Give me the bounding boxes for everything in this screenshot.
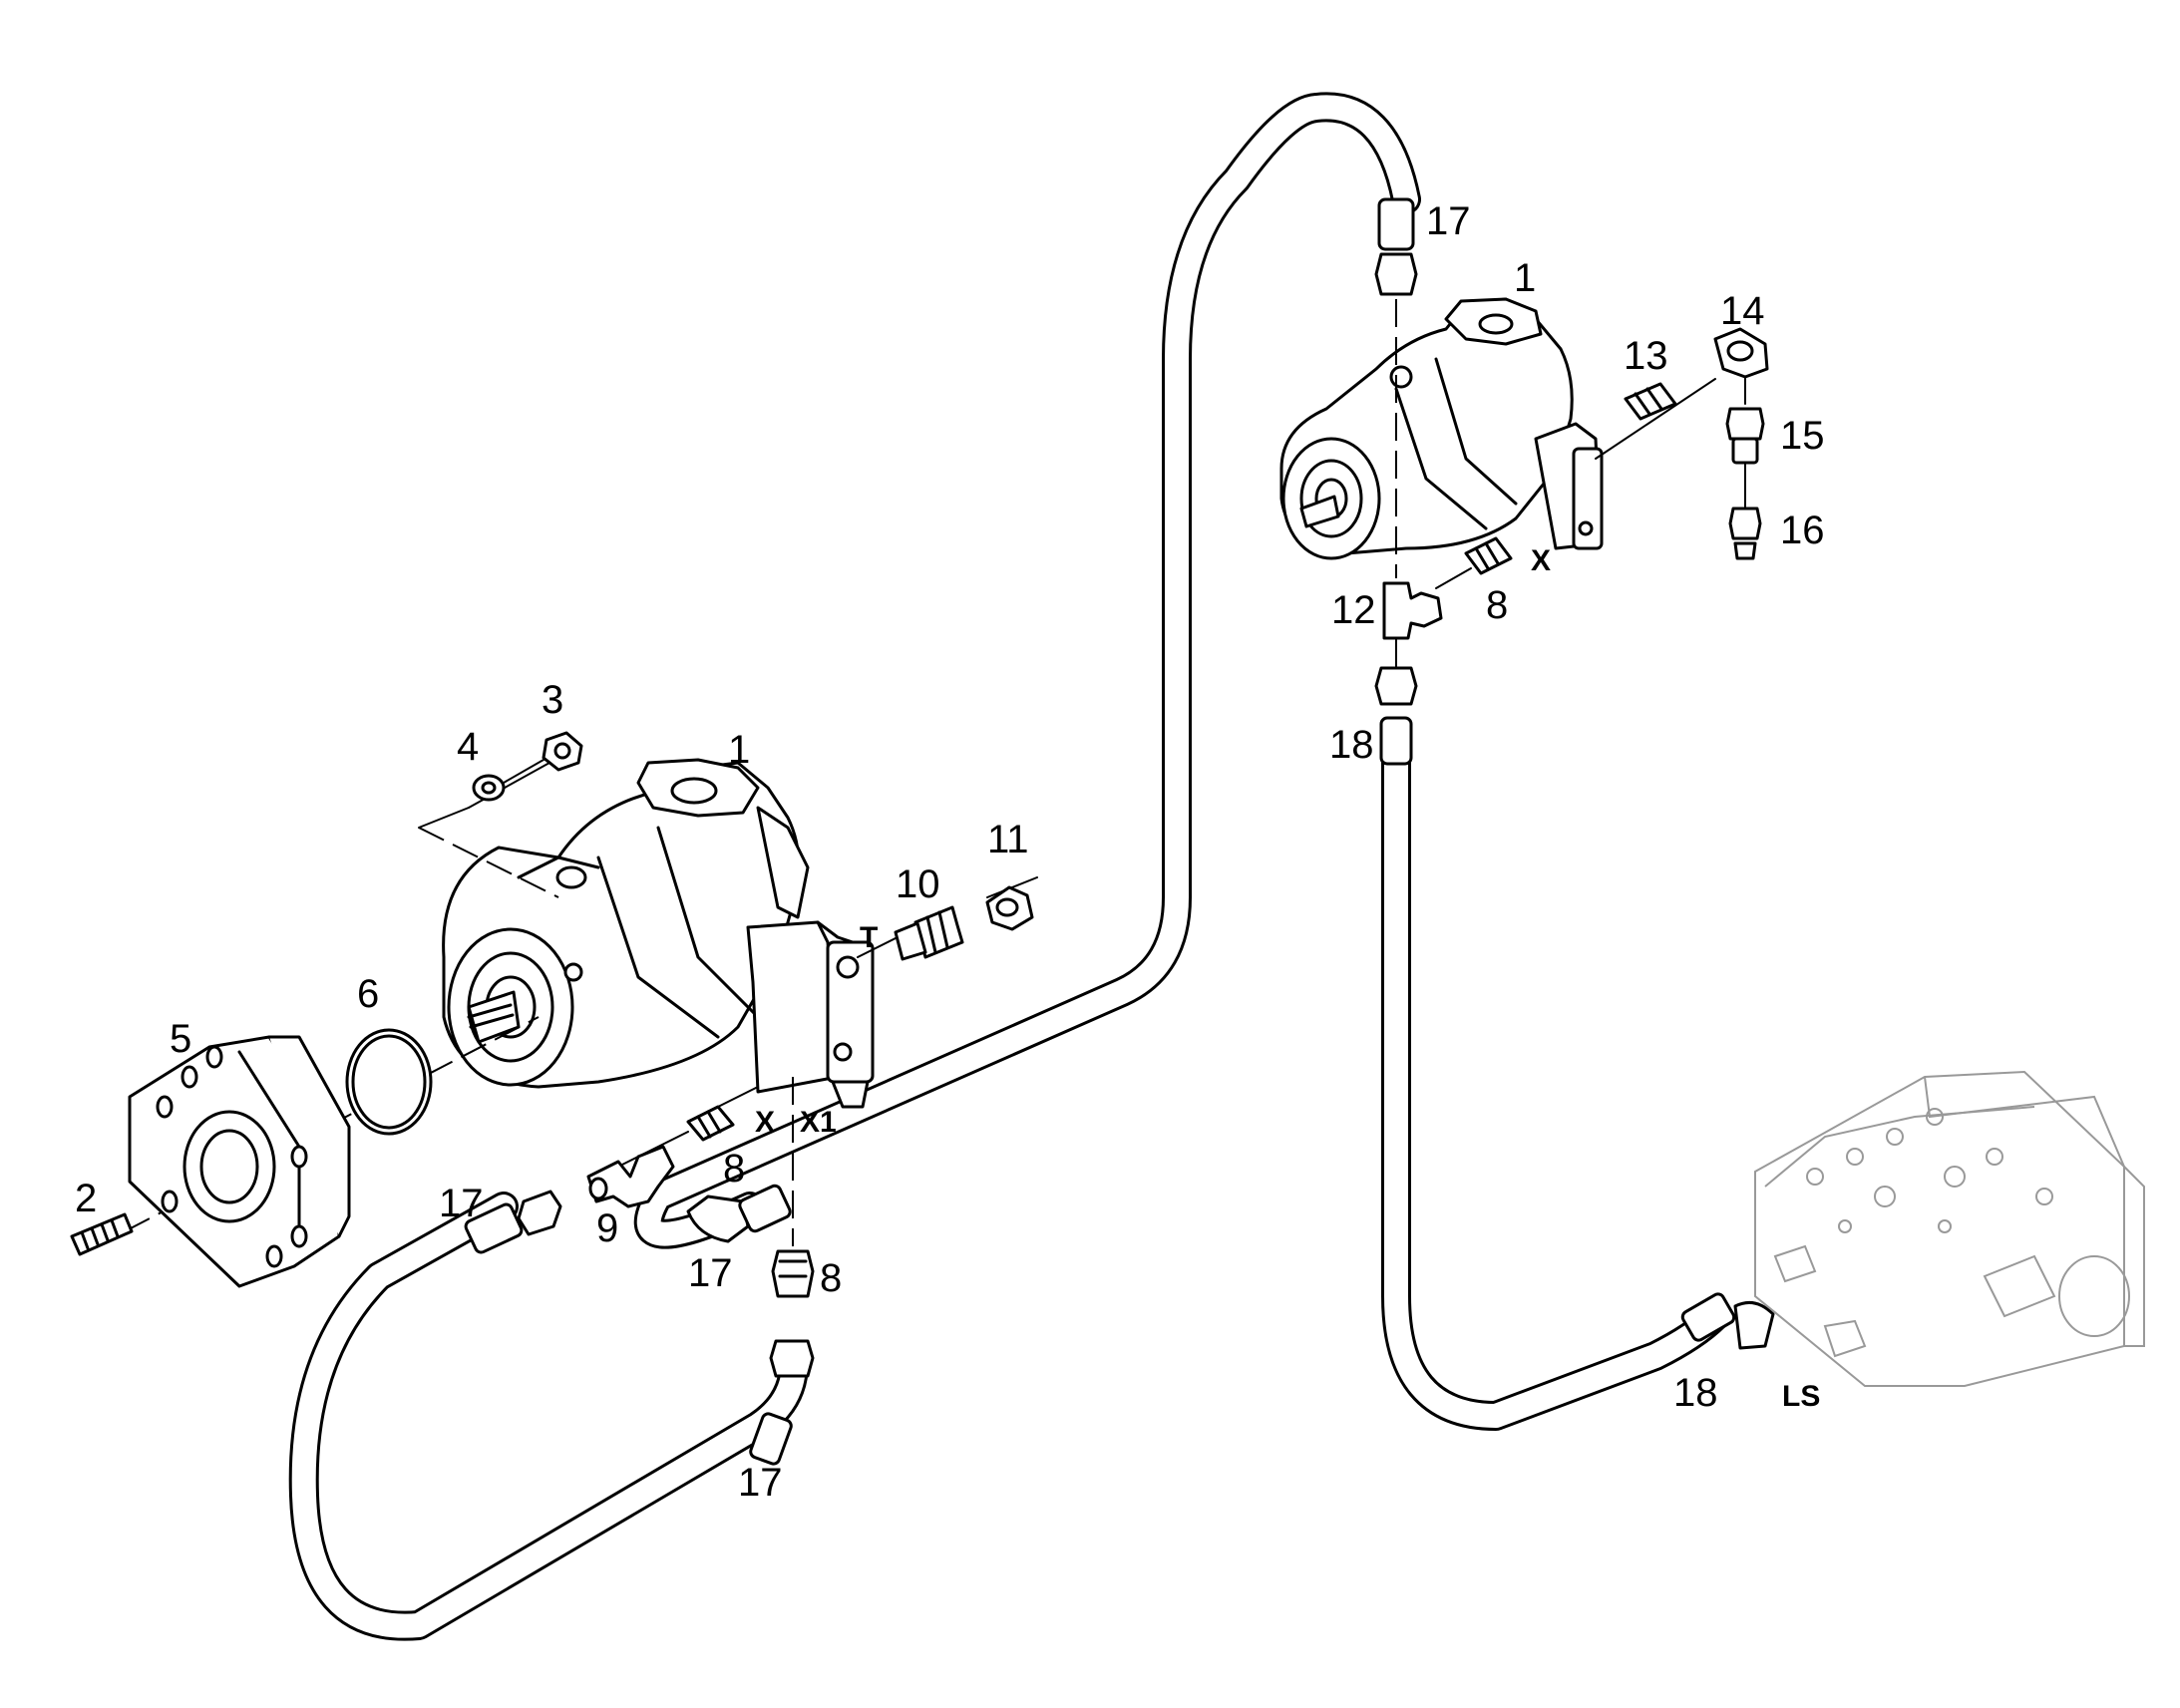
callout-18-top: 18 bbox=[1329, 723, 1374, 767]
callout-17-bottom: 17 bbox=[738, 1461, 783, 1505]
callout-14: 14 bbox=[1720, 289, 1765, 333]
part-5-plate bbox=[128, 1035, 351, 1288]
control-valve-block bbox=[1754, 1070, 2145, 1387]
hose-long-17 bbox=[633, 92, 1421, 1249]
hose-18 bbox=[1381, 743, 1730, 1431]
part-15-fitting bbox=[1725, 407, 1765, 465]
callout-9: 9 bbox=[596, 1206, 618, 1250]
callout-8-right: 8 bbox=[1486, 583, 1508, 627]
part-8-fitting-low bbox=[771, 1249, 815, 1298]
callout-8-low: 8 bbox=[820, 1256, 842, 1300]
callout-2: 2 bbox=[75, 1177, 97, 1220]
hose-lower-17 bbox=[288, 1192, 808, 1641]
callout-18-bottom: 18 bbox=[1673, 1371, 1718, 1415]
part-3-nut bbox=[542, 731, 583, 772]
port-ls: LS bbox=[1782, 1380, 1820, 1413]
part-14-elbow bbox=[1713, 327, 1769, 379]
port-x1: X1 bbox=[800, 1106, 837, 1139]
callout-5: 5 bbox=[170, 1017, 191, 1061]
part-8-fitting-left bbox=[686, 1105, 735, 1142]
part-2-stud bbox=[70, 1212, 134, 1256]
callout-13: 13 bbox=[1624, 334, 1668, 378]
callout-1-right: 1 bbox=[1514, 256, 1536, 300]
callout-labels: 1 1 2 3 4 5 6 8 8 8 9 10 11 12 13 14 15 … bbox=[75, 199, 1825, 1505]
callout-15: 15 bbox=[1780, 414, 1825, 458]
callout-3: 3 bbox=[542, 678, 563, 722]
port-x-left: X bbox=[755, 1106, 775, 1139]
callout-6: 6 bbox=[357, 972, 379, 1016]
part-4-washer bbox=[472, 774, 506, 802]
part-16-plug bbox=[1728, 507, 1762, 560]
part-6-oring bbox=[345, 1028, 433, 1136]
part-9-tee bbox=[586, 1145, 675, 1208]
callout-17-top: 17 bbox=[1426, 199, 1471, 243]
pump-left bbox=[442, 758, 875, 1109]
part-8-fitting-right bbox=[1464, 536, 1513, 575]
part-13-fitting bbox=[1624, 382, 1677, 421]
hose-fittings bbox=[464, 197, 1775, 1466]
part-11-elbow bbox=[985, 885, 1034, 931]
port-t: T bbox=[860, 921, 878, 954]
port-x-right: X bbox=[1531, 544, 1551, 577]
port-labels: T X X1 X LS bbox=[755, 544, 1820, 1413]
part-12-tee bbox=[1382, 581, 1443, 640]
callout-17-mid: 17 bbox=[688, 1251, 733, 1295]
callout-16: 16 bbox=[1780, 509, 1825, 552]
callout-17-left: 17 bbox=[439, 1182, 484, 1225]
callout-11: 11 bbox=[987, 818, 1029, 861]
callout-8-left: 8 bbox=[723, 1147, 745, 1191]
part-10-fitting bbox=[894, 905, 964, 961]
callout-12: 12 bbox=[1331, 588, 1376, 632]
callout-4: 4 bbox=[457, 725, 479, 769]
leader-3-4 bbox=[503, 759, 545, 784]
leader-lines-right bbox=[1395, 299, 1746, 669]
pump-right bbox=[1279, 297, 1604, 560]
callout-1-left: 1 bbox=[728, 728, 750, 772]
callout-10: 10 bbox=[896, 862, 940, 906]
